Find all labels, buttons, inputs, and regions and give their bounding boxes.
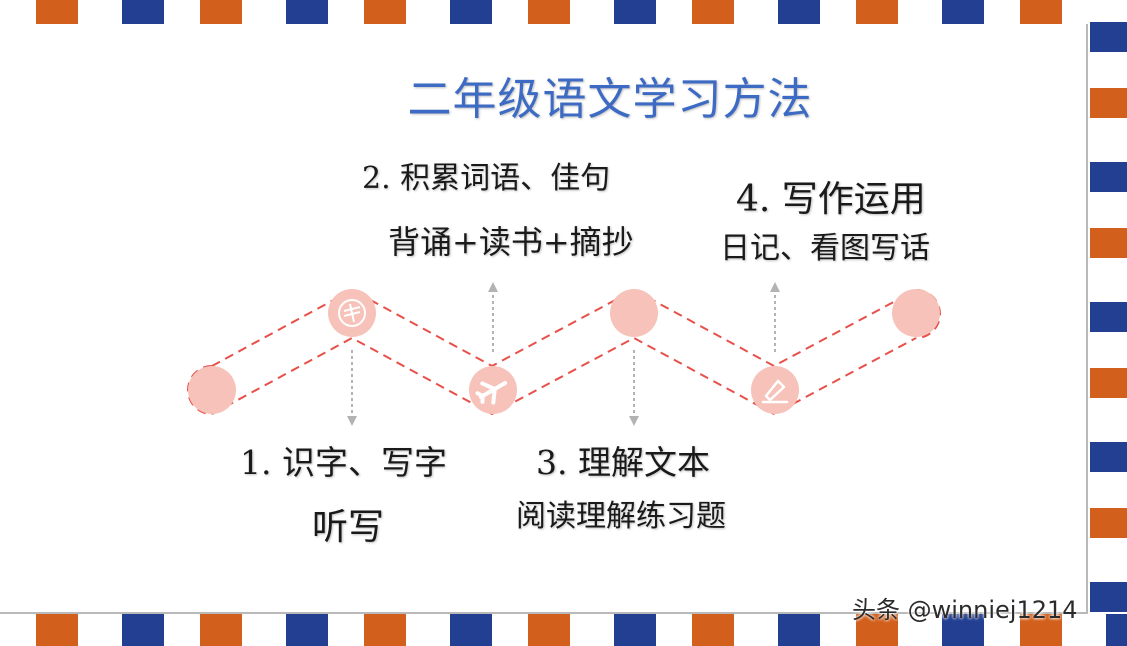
zigzag-upper-line xyxy=(211,288,917,368)
arrow-up-2 xyxy=(488,282,498,352)
node-start xyxy=(188,366,236,414)
step-4-detail: 日记、看图写话 xyxy=(720,231,930,266)
node-3 xyxy=(610,289,658,337)
node-end xyxy=(892,289,940,337)
book-icon xyxy=(338,299,366,327)
node-2 xyxy=(469,366,517,414)
step-1-detail: 听写 xyxy=(312,507,385,548)
pen-icon xyxy=(761,379,789,404)
airplane-icon xyxy=(475,381,508,405)
step-2-detail: 背诵+读书+摘抄 xyxy=(388,223,634,261)
zigzag-lower-line xyxy=(211,336,917,416)
arrow-down-1 xyxy=(347,350,357,426)
node-4 xyxy=(751,366,799,414)
step-3-heading: 3. 理解文本 xyxy=(536,443,710,482)
slide-title: 二年级语文学习方法 xyxy=(407,74,813,125)
arrow-down-3 xyxy=(629,350,639,426)
step-2-heading: 2. 积累词语、佳句 xyxy=(362,161,611,196)
airmail-border-right xyxy=(1090,0,1127,646)
arrow-up-4 xyxy=(770,282,780,352)
airmail-border-top xyxy=(0,0,1127,24)
step-3-detail: 阅读理解练习题 xyxy=(516,499,726,534)
step-1-heading: 1. 识字、写字 xyxy=(240,443,447,482)
watermark: 头条 @winniej1214 xyxy=(852,596,1078,624)
airmail-border-bottom xyxy=(0,614,1127,646)
step-4-heading: 4. 写作运用 xyxy=(736,179,926,220)
node-1 xyxy=(328,289,376,337)
